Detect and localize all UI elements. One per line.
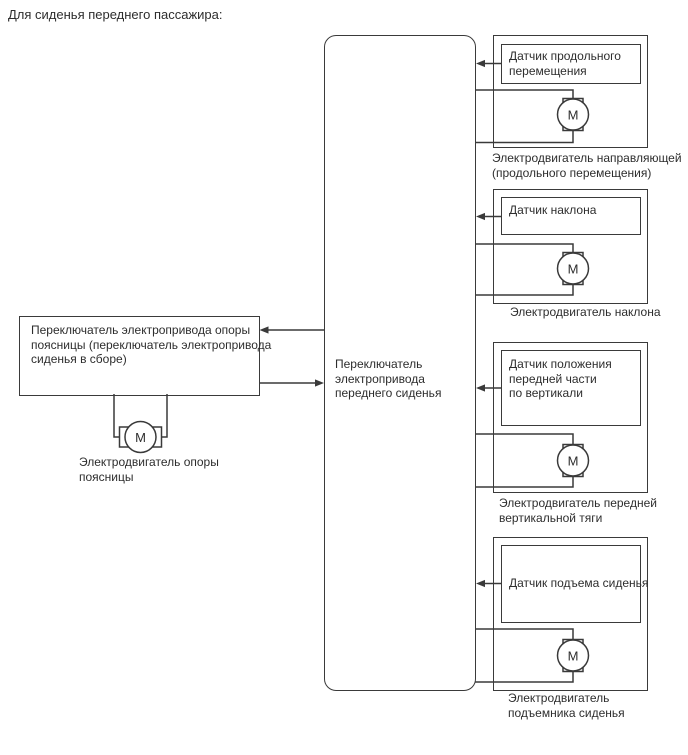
front-vertical-sensor-label-line: по вертикали bbox=[509, 386, 583, 400]
arrowhead-left-icon bbox=[476, 579, 485, 588]
slide-motor-caption: Электродвигатель направляющей (продольно… bbox=[492, 151, 682, 180]
diagram-title: Для сиденья переднего пассажира: bbox=[8, 7, 223, 22]
slide-sensor-label: Датчик продольного перемещения bbox=[509, 49, 621, 78]
lift-motor-caption-line: подъемника сиденья bbox=[508, 705, 625, 720]
front-vertical-motor-caption: Электродвигатель передней вертикальной т… bbox=[499, 496, 657, 525]
lumbar-motor-caption-line: поясницы bbox=[79, 469, 134, 484]
lift-motor-caption: Электродвигатель подъемника сиденья bbox=[508, 691, 625, 720]
slide-sensor-label-line: перемещения bbox=[509, 63, 587, 78]
motor-m-label: M bbox=[135, 430, 146, 445]
lift-motor-caption-line: Электродвигатель bbox=[508, 691, 610, 705]
front-seat-switch-box: Переключатель электропривода переднего с… bbox=[324, 35, 476, 691]
arrowhead-right-icon bbox=[315, 379, 324, 387]
lumbar-motor-caption: Электродвигатель опоры поясницы bbox=[79, 455, 219, 484]
lumbar-motor-caption-line: Электродвигатель опоры bbox=[79, 455, 219, 469]
recline-motor-caption: Электродвигатель наклона bbox=[510, 305, 661, 320]
slide-sensor-label-line: Датчик продольного bbox=[509, 49, 621, 63]
front-vertical-sensor-label-line: Датчик положения bbox=[509, 357, 612, 371]
motor-wire bbox=[113, 394, 120, 438]
lumbar-switch-box: Переключатель электропривода опоры поясн… bbox=[19, 316, 271, 396]
recline-sensor-label-line: Датчик наклона bbox=[509, 203, 597, 217]
slide-sensor-box: Датчик продольного перемещения bbox=[501, 44, 641, 84]
lumbar-switch-label-line: Переключатель электропривода опоры bbox=[31, 323, 251, 337]
lift-sensor-label: Датчик подъема сиденья bbox=[509, 576, 648, 591]
recline-sensor-label: Датчик наклона bbox=[509, 203, 596, 218]
arrowhead-left-icon bbox=[476, 384, 485, 392]
front-seat-switch-label-line: электропривода bbox=[335, 371, 425, 386]
motor-wire bbox=[161, 394, 168, 438]
lumbar-motor-symbol: M bbox=[118, 420, 163, 454]
arrowhead-left-icon bbox=[476, 59, 485, 68]
recline-motor-caption-line: Электродвигатель наклона bbox=[510, 305, 661, 319]
slide-motor-caption-line: (продольного перемещения) bbox=[492, 165, 652, 180]
arrowhead-left-icon bbox=[476, 212, 485, 221]
front-vertical-motor-caption-line: Электродвигатель передней bbox=[499, 496, 657, 510]
lift-sensor-box: Датчик подъема сиденья bbox=[501, 545, 648, 623]
front-vertical-sensor-label-line: передней части bbox=[509, 371, 597, 386]
front-seat-switch-label: Переключатель электропривода переднего с… bbox=[335, 357, 441, 401]
front-vertical-motor-caption-line: вертикальной тяги bbox=[499, 510, 603, 525]
lift-sensor-label-line: Датчик подъема сиденья bbox=[509, 576, 649, 590]
front-vertical-sensor-box: Датчик положения передней части по верти… bbox=[501, 350, 641, 426]
lumbar-switch-label: Переключатель электропривода опоры поясн… bbox=[31, 323, 271, 367]
front-seat-switch-label-line: Переключатель bbox=[335, 357, 423, 371]
lumbar-switch-label-line: поясницы (переключатель электропривода bbox=[31, 337, 272, 352]
front-vertical-sensor-label: Датчик положения передней части по верти… bbox=[509, 357, 612, 401]
recline-sensor-box: Датчик наклона bbox=[501, 197, 641, 235]
front-seat-switch-label-line: переднего сиденья bbox=[335, 386, 442, 400]
slide-motor-caption-line: Электродвигатель направляющей bbox=[492, 151, 682, 165]
lumbar-switch-label-line: сиденья в сборе) bbox=[31, 352, 127, 366]
